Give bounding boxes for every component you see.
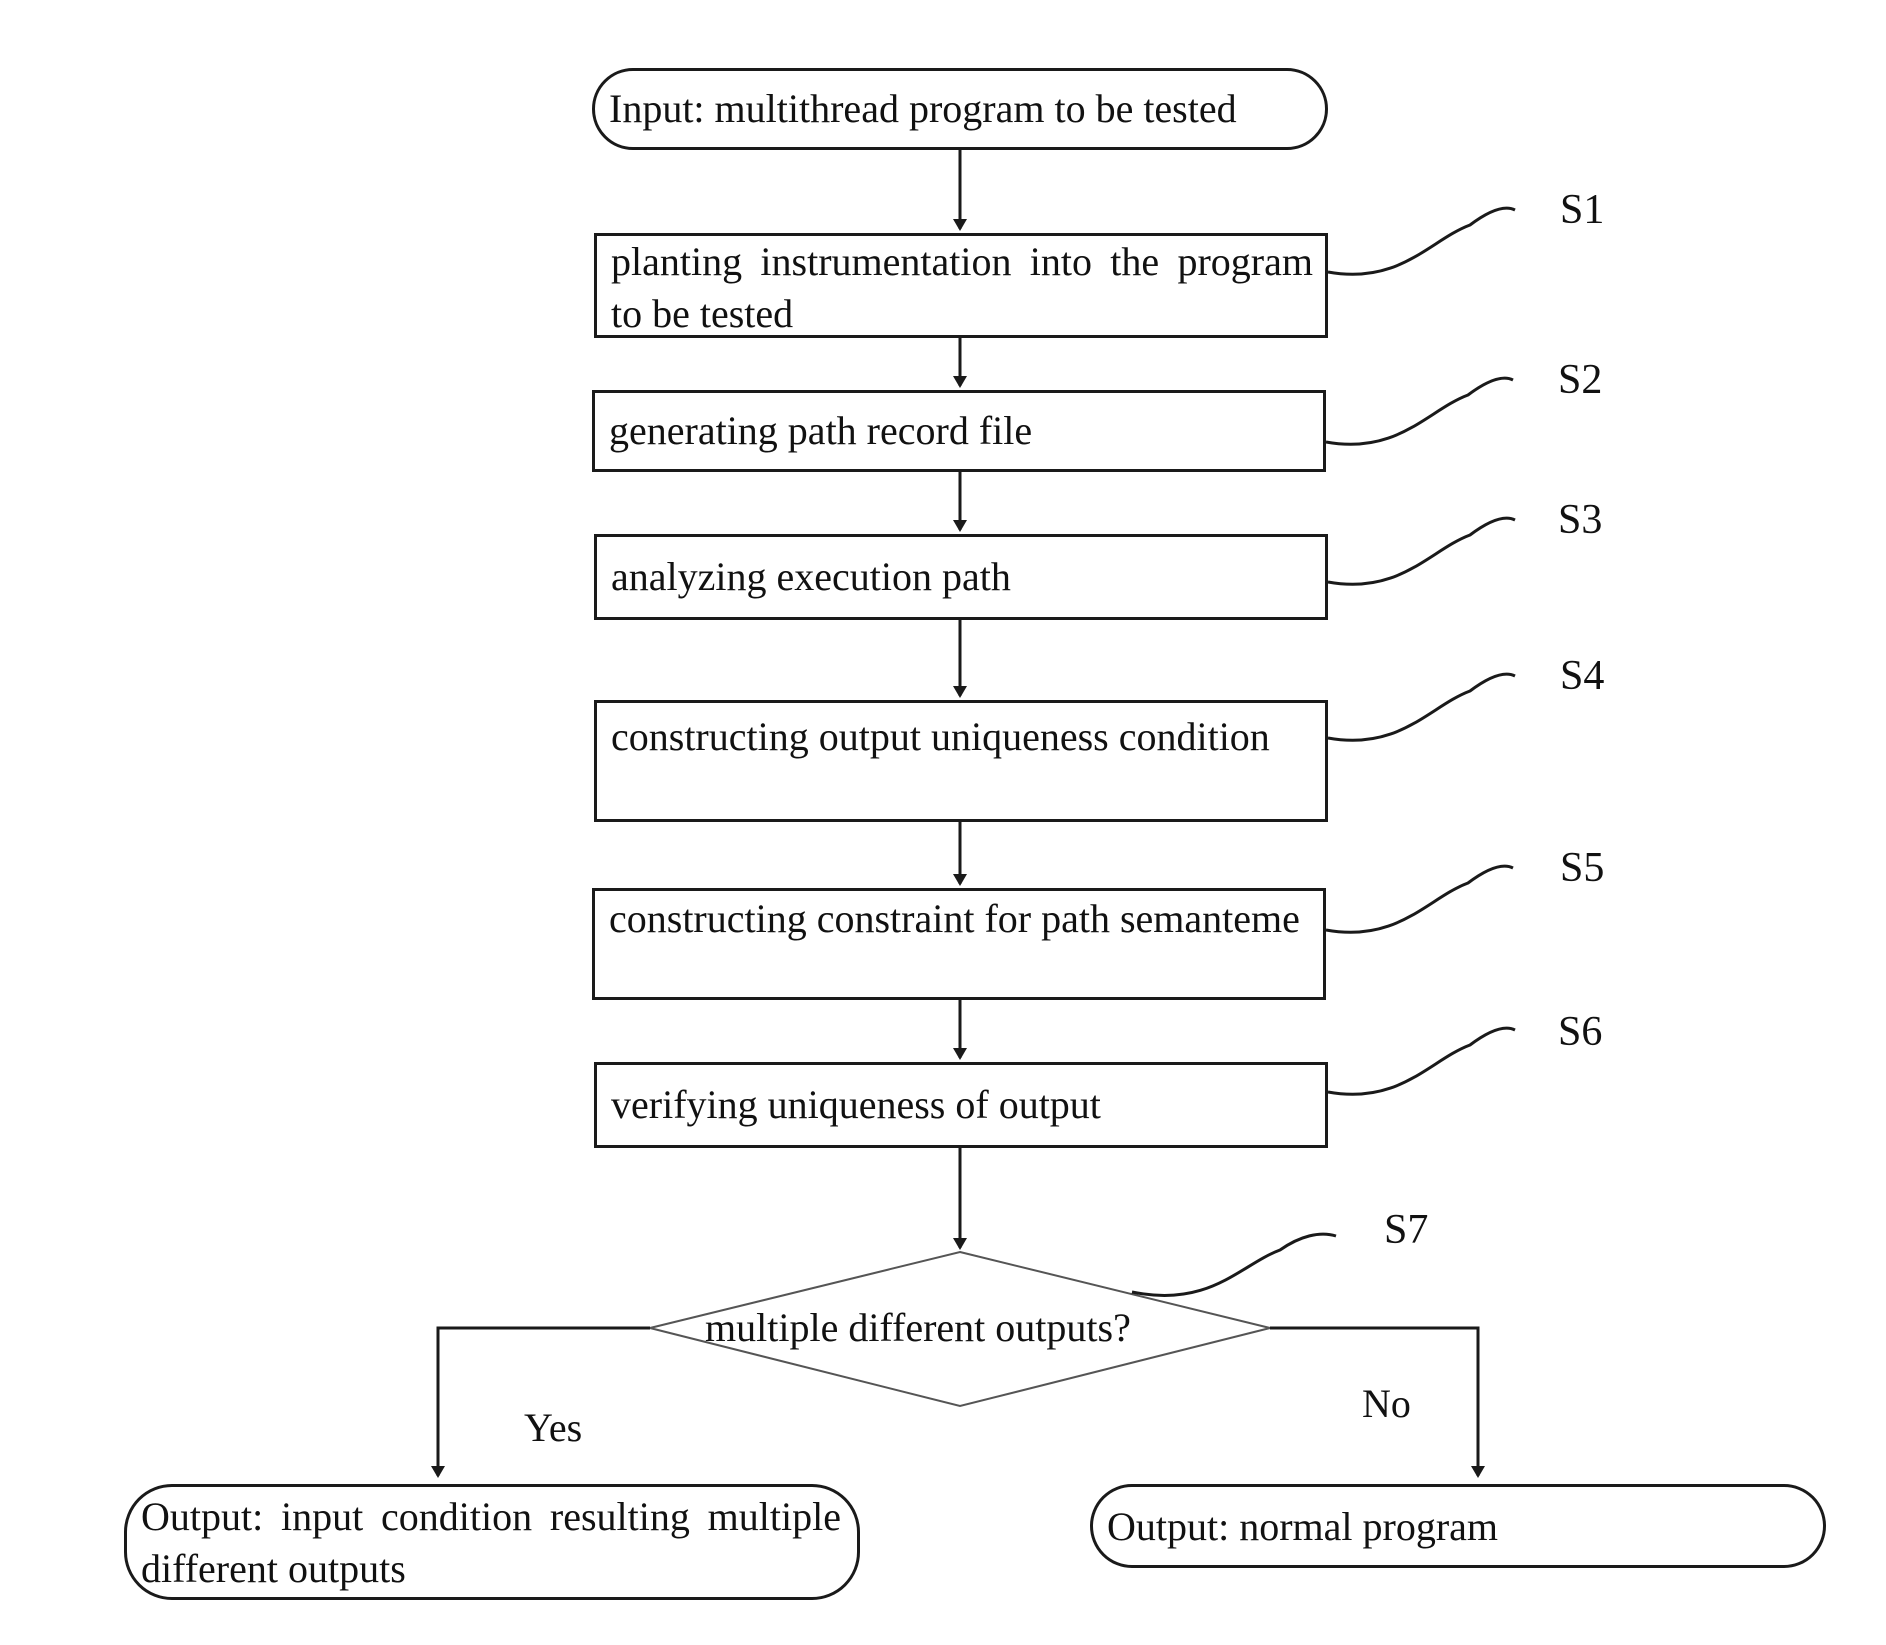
- input-terminator: Input: multithread program to be tested: [592, 68, 1328, 150]
- step-s6-box: verifying uniqueness of output: [594, 1062, 1328, 1148]
- leader-s6: [1328, 1028, 1515, 1094]
- step-label-s3: S3: [1558, 496, 1602, 544]
- leader-s5: [1326, 866, 1513, 932]
- step-s5-box: constructing constraint for path semante…: [592, 888, 1326, 1000]
- step-s1-label: planting instrumentation into the progra…: [611, 236, 1313, 340]
- leader-s3: [1328, 518, 1515, 584]
- leader-s4: [1328, 674, 1515, 740]
- input-terminator-label: Input: multithread program to be tested: [609, 83, 1237, 135]
- leader-s2: [1326, 378, 1513, 444]
- step-s2-label: generating path record file: [609, 405, 1032, 457]
- step-label-s1: S1: [1560, 186, 1604, 234]
- leader-s1: [1328, 208, 1515, 274]
- step-label-s2: S2: [1558, 356, 1602, 404]
- output-no-label: Output: normal program: [1107, 1501, 1498, 1553]
- output-yes-terminator: Output: input condition resulting multip…: [124, 1484, 860, 1600]
- step-s2-box: generating path record file: [592, 390, 1326, 472]
- output-yes-label: Output: input condition resulting multip…: [141, 1491, 841, 1595]
- leader-s7: [1132, 1234, 1336, 1295]
- step-s3-box: analyzing execution path: [594, 534, 1328, 620]
- step-s4-box: constructing output uniqueness condition: [594, 700, 1328, 822]
- step-s4-label: constructing output uniqueness condition: [611, 711, 1313, 763]
- step-label-s6: S6: [1558, 1008, 1602, 1056]
- step-s3-label: analyzing execution path: [611, 551, 1011, 603]
- output-no-terminator: Output: normal program: [1090, 1484, 1826, 1568]
- decision-label: multiple different outputs?: [705, 1302, 1131, 1354]
- arrow-yes-branch: [438, 1328, 650, 1476]
- branch-label-no: No: [1362, 1380, 1411, 1428]
- step-s5-label: constructing constraint for path semante…: [609, 893, 1311, 945]
- step-label-s4: S4: [1560, 652, 1604, 700]
- step-label-s5: S5: [1560, 844, 1604, 892]
- step-label-s7: S7: [1384, 1206, 1428, 1254]
- step-s1-box: planting instrumentation into the progra…: [594, 233, 1328, 338]
- branch-label-yes: Yes: [524, 1404, 582, 1452]
- step-s6-label: verifying uniqueness of output: [611, 1079, 1101, 1131]
